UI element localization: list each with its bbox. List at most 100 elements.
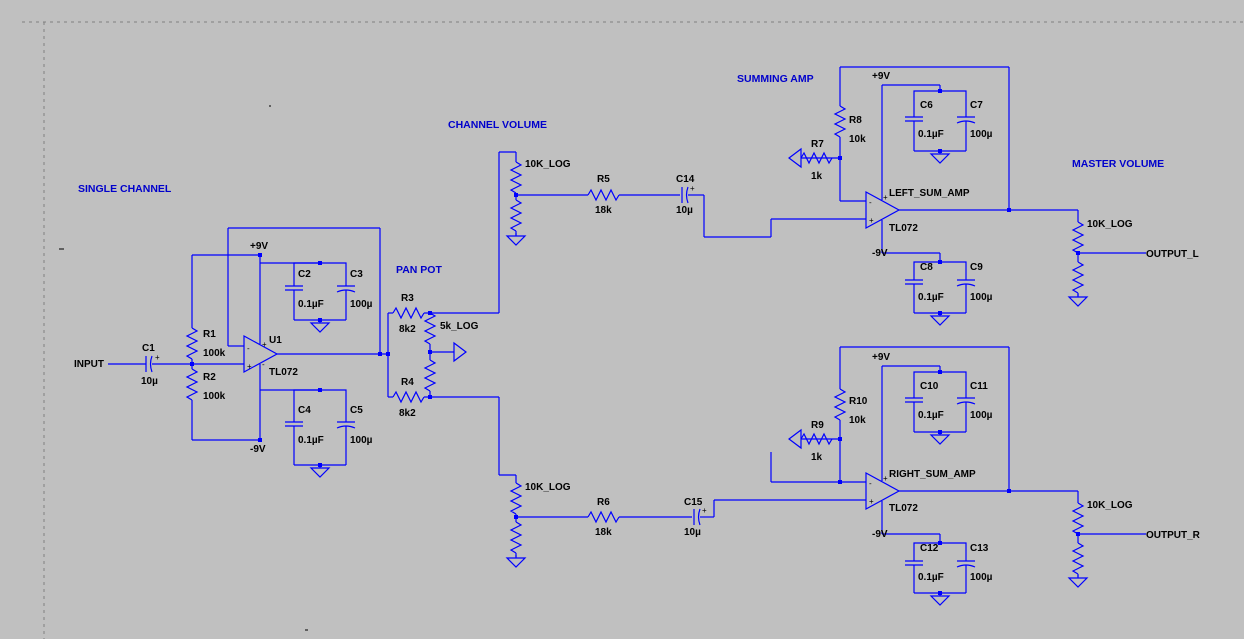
svg-text:+: + xyxy=(155,353,160,362)
r9-ref: R9 xyxy=(811,420,824,431)
c1-ref: C1 xyxy=(142,343,155,354)
c10-ref: C10 xyxy=(920,381,939,392)
r2-value: 100k xyxy=(203,391,226,402)
svg-text:+: + xyxy=(262,340,267,349)
section-title-master-volume: MASTER VOLUME xyxy=(1072,158,1164,170)
right-sum-neg-supply: -9V xyxy=(872,529,888,540)
svg-text:+: + xyxy=(247,362,252,371)
c10-value: 0.1µF xyxy=(918,410,944,421)
r7-value: 1k xyxy=(811,171,823,182)
svg-text:-: - xyxy=(869,479,872,488)
section-title-summing-amp: SUMMING AMP xyxy=(737,73,814,85)
svg-text:+: + xyxy=(883,474,888,483)
c3-ref: C3 xyxy=(350,269,363,280)
c5-ref: C5 xyxy=(350,405,363,416)
c13-value: 100µ xyxy=(970,572,993,583)
u1-ref: U1 xyxy=(269,335,282,346)
u1-neg-supply: -9V xyxy=(250,444,266,455)
svg-text:+: + xyxy=(869,216,874,225)
c15-ref: C15 xyxy=(684,497,703,508)
section-title-single-channel: SINGLE CHANNEL xyxy=(78,183,172,195)
r5-value: 18k xyxy=(595,205,612,216)
svg-text:+: + xyxy=(883,193,888,202)
left-summing-amp: R8 10k R7 1k - + + +9V -9V LEFT_SUM_AMP … xyxy=(788,66,1078,326)
channel-volume-right: 10K_LOG R6 18k + C15 10µ xyxy=(499,474,866,568)
master-volume-left-value: 10K_LOG xyxy=(1087,219,1133,230)
c5-value: 100µ xyxy=(350,435,373,446)
master-volume-right-value: 10K_LOG xyxy=(1087,500,1133,511)
c2-ref: C2 xyxy=(298,269,311,280)
r6-value: 18k xyxy=(595,527,612,538)
u1-value: TL072 xyxy=(269,367,298,378)
right-sum-pos-supply: +9V xyxy=(872,352,890,363)
c12-value: 0.1µF xyxy=(918,572,944,583)
left-sum-value: TL072 xyxy=(889,223,918,234)
r3-value: 8k2 xyxy=(399,324,416,335)
r7-ref: R7 xyxy=(811,139,824,150)
u1-pos-supply: +9V xyxy=(250,241,268,252)
svg-text:-: - xyxy=(247,344,250,353)
left-sum-opamp xyxy=(865,190,901,230)
c9-ref: C9 xyxy=(970,262,983,273)
c6-ref: C6 xyxy=(920,100,933,111)
c7-value: 100µ xyxy=(970,129,993,140)
svg-text:-: - xyxy=(869,198,872,207)
r4-ref: R4 xyxy=(401,377,414,388)
c12-ref: C12 xyxy=(920,543,939,554)
output-r-net-label: OUTPUT_R xyxy=(1146,530,1201,541)
c4-value: 0.1µF xyxy=(298,435,324,446)
c4-ref: C4 xyxy=(298,405,311,416)
left-sum-ref: LEFT_SUM_AMP xyxy=(889,188,970,199)
left-sum-neg-supply: -9V xyxy=(872,248,888,259)
c11-value: 100µ xyxy=(970,410,993,421)
input-net-label: INPUT xyxy=(74,359,104,370)
c14-value: 10µ xyxy=(676,205,693,216)
right-summing-amp: R10 10k R9 1k - + + +9V -9V RIGHT_SUM_AM… xyxy=(770,346,1078,606)
c2-value: 0.1µF xyxy=(298,299,324,310)
master-volume-left: 10K_LOG OUTPUT_L xyxy=(1068,210,1199,307)
r6-ref: R6 xyxy=(597,497,610,508)
right-sum-opamp xyxy=(865,471,901,511)
output-l-net-label: OUTPUT_L xyxy=(1146,249,1199,260)
single-channel-stage: INPUT + C1 10µ R1 100k R2 100k - + + - xyxy=(74,227,390,478)
c9-value: 100µ xyxy=(970,292,993,303)
c7-ref: C7 xyxy=(970,100,983,111)
c14-ref: C14 xyxy=(676,174,695,185)
r10-ref: R10 xyxy=(849,396,868,407)
right-sum-ref: RIGHT_SUM_AMP xyxy=(889,469,976,480)
c3-value: 100µ xyxy=(350,299,373,310)
channel-volume-left-value: 10K_LOG xyxy=(525,159,571,170)
r8-ref: R8 xyxy=(849,115,862,126)
r4-value: 8k2 xyxy=(399,408,416,419)
c8-value: 0.1µF xyxy=(918,292,944,303)
right-sum-value: TL072 xyxy=(889,503,918,514)
svg-text:+: + xyxy=(690,184,695,193)
pan-pot-stage: R3 8k2 R4 8k2 5k_LOG xyxy=(387,152,500,475)
r1-ref: R1 xyxy=(203,329,216,340)
c8-ref: C8 xyxy=(920,262,933,273)
svg-text:+: + xyxy=(869,497,874,506)
section-title-pan-pot: PAN POT xyxy=(396,264,442,276)
r3-ref: R3 xyxy=(401,293,414,304)
c11-ref: C11 xyxy=(970,381,988,392)
svg-text:-: - xyxy=(262,360,265,369)
c6-value: 0.1µF xyxy=(918,129,944,140)
c15-value: 10µ xyxy=(684,527,701,538)
u1-opamp xyxy=(243,334,279,374)
section-title-channel-volume: CHANNEL VOLUME xyxy=(448,119,547,131)
pan-pot-value: 5k_LOG xyxy=(440,321,479,332)
r8-value: 10k xyxy=(849,134,866,145)
left-sum-pos-supply: +9V xyxy=(872,71,890,82)
r10-value: 10k xyxy=(849,415,866,426)
r2-ref: R2 xyxy=(203,372,216,383)
master-volume-right: 10K_LOG OUTPUT_R xyxy=(1068,491,1201,588)
channel-volume-right-value: 10K_LOG xyxy=(525,482,571,493)
svg-text:+: + xyxy=(702,506,707,515)
r1-value: 100k xyxy=(203,348,226,359)
c1-value: 10µ xyxy=(141,376,158,387)
r9-value: 1k xyxy=(811,452,823,463)
c13-ref: C13 xyxy=(970,543,989,554)
r5-ref: R5 xyxy=(597,174,610,185)
channel-volume-left: 10K_LOG R5 18k + C14 10µ xyxy=(499,151,866,246)
